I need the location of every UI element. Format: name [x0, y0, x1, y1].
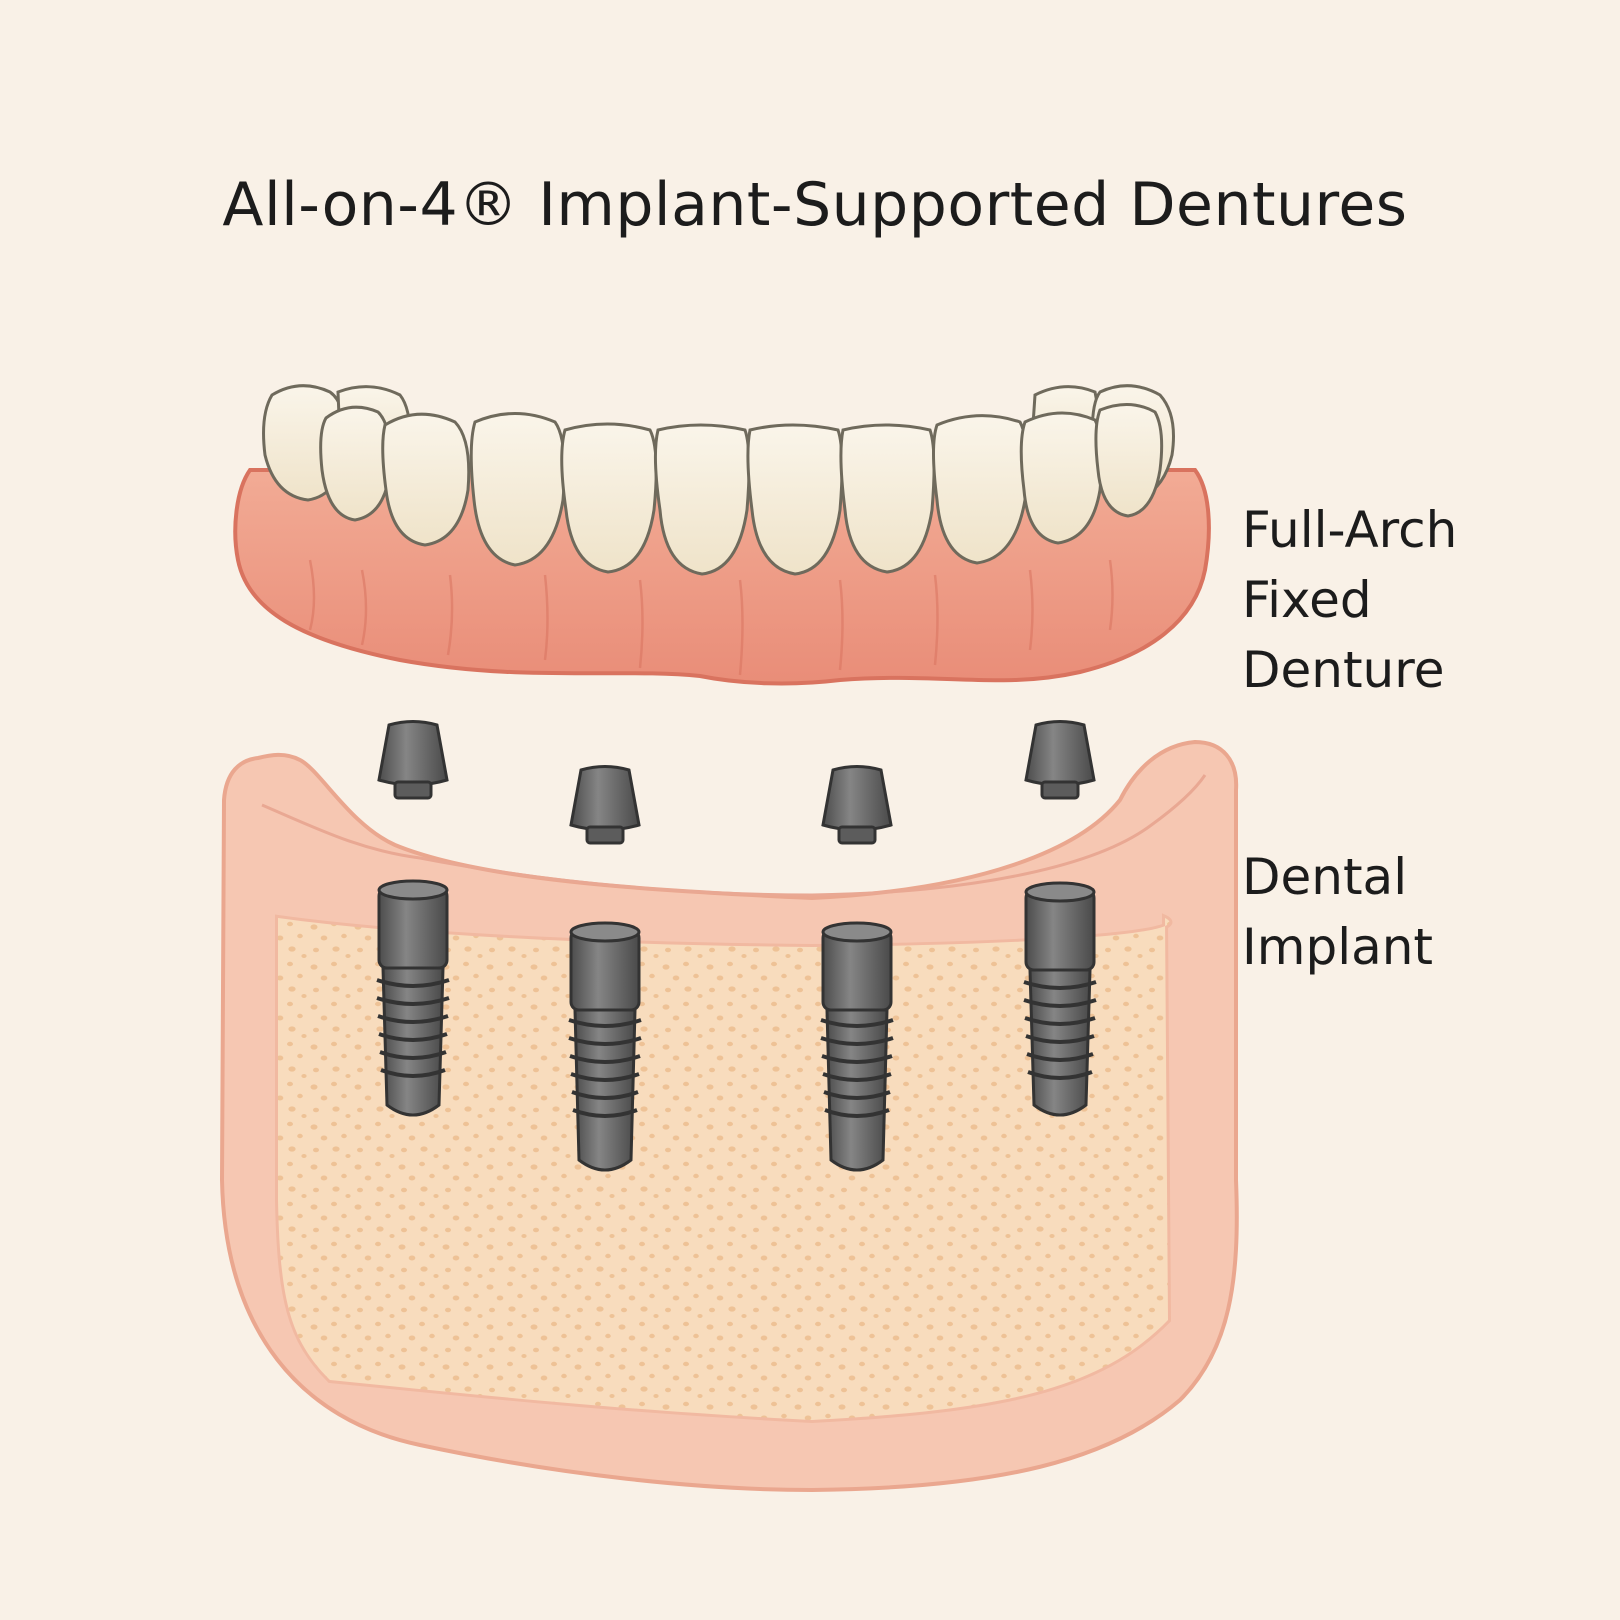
tooth-canine-right — [932, 414, 1029, 565]
denture-label-line-2: Fixed — [1242, 571, 1372, 629]
tooth-incisor-1 — [653, 423, 751, 576]
jaw-ridge-line — [261, 774, 1207, 897]
tooth-incisor-2 — [746, 423, 844, 576]
tooth-premolar-left-1 — [381, 412, 471, 547]
tooth-canine-left — [560, 422, 658, 574]
denture-label-line-3: Denture — [1242, 641, 1445, 699]
tooth-incisor-3 — [839, 423, 936, 574]
tooth-molar-left — [319, 405, 392, 522]
implant-label-line-1: Dental — [1242, 848, 1408, 906]
denture-label: Full-Arch Fixed Denture — [1242, 495, 1457, 705]
full-arch-denture — [233, 384, 1211, 686]
diagram-title: All-on-4® Implant-Supported Dentures — [222, 170, 1408, 240]
abutment-4 — [1024, 720, 1096, 800]
tooth-premolar-right-1 — [1019, 411, 1104, 545]
implant-4 — [1023, 881, 1097, 1117]
tooth-premolar-left-2 — [469, 412, 566, 567]
jaw-section — [219, 739, 1239, 1493]
abutment-2 — [569, 765, 641, 845]
gum-contours — [308, 559, 1114, 676]
tooth-molar-right — [1094, 403, 1164, 518]
implant-label-line-2: Implant — [1242, 918, 1434, 976]
implant-label: Dental Implant — [1242, 842, 1433, 982]
denture-label-line-1: Full-Arch — [1242, 501, 1458, 559]
implant-2 — [568, 921, 642, 1172]
implant-1 — [376, 879, 450, 1117]
abutment-3 — [821, 765, 893, 845]
abutment-1 — [377, 720, 449, 800]
implant-3 — [820, 921, 894, 1172]
